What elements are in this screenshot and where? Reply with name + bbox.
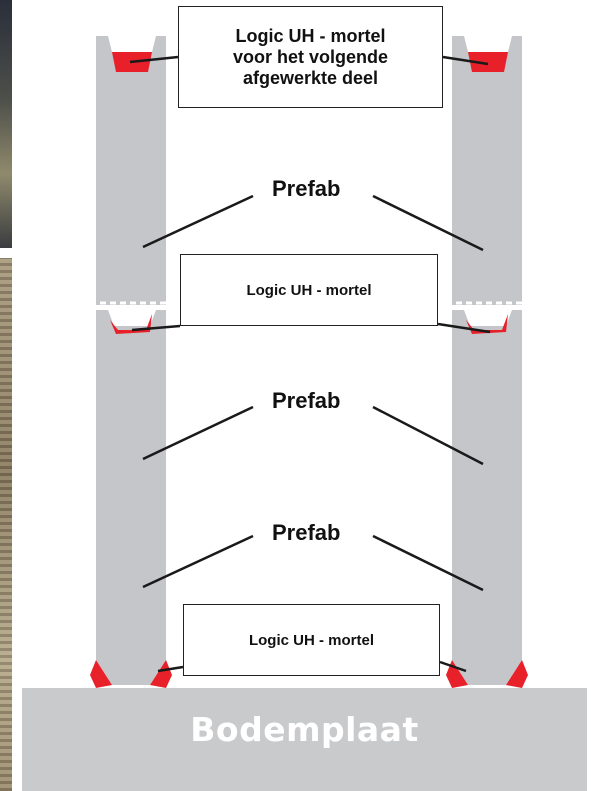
mortar-bottom-left-2 <box>150 660 172 688</box>
prefab-label-2: Prefab <box>268 388 345 414</box>
leader-lines <box>129 55 491 673</box>
mortar-mid-right <box>466 314 508 334</box>
base-slab <box>22 688 587 791</box>
mortar-mid-left <box>110 314 152 334</box>
mortar-label-top: Logic UH - mortel voor het volgende afge… <box>178 6 443 108</box>
mortar-label-middle-text: Logic UH - mortel <box>246 281 372 299</box>
mortar-label-middle: Logic UH - mortel <box>180 254 438 326</box>
mortar-bottom-left <box>90 660 112 688</box>
base-slab-label: Bodemplaat <box>190 710 419 749</box>
right-wall <box>452 36 522 685</box>
prefab-label-1: Prefab <box>268 176 345 202</box>
mortar-label-bottom-text: Logic UH - mortel <box>248 631 374 649</box>
prefab-label-3: Prefab <box>268 520 345 546</box>
photo-background-bottom <box>0 258 12 791</box>
mortar-top-right <box>468 52 508 72</box>
photo-background-top <box>0 0 12 248</box>
mortar-label-top-text: Logic UH - mortel voor het volgende afge… <box>232 25 389 88</box>
mortar-bottom-right-2 <box>506 660 528 688</box>
left-wall <box>96 36 166 685</box>
mortar-label-bottom: Logic UH - mortel <box>183 604 440 676</box>
